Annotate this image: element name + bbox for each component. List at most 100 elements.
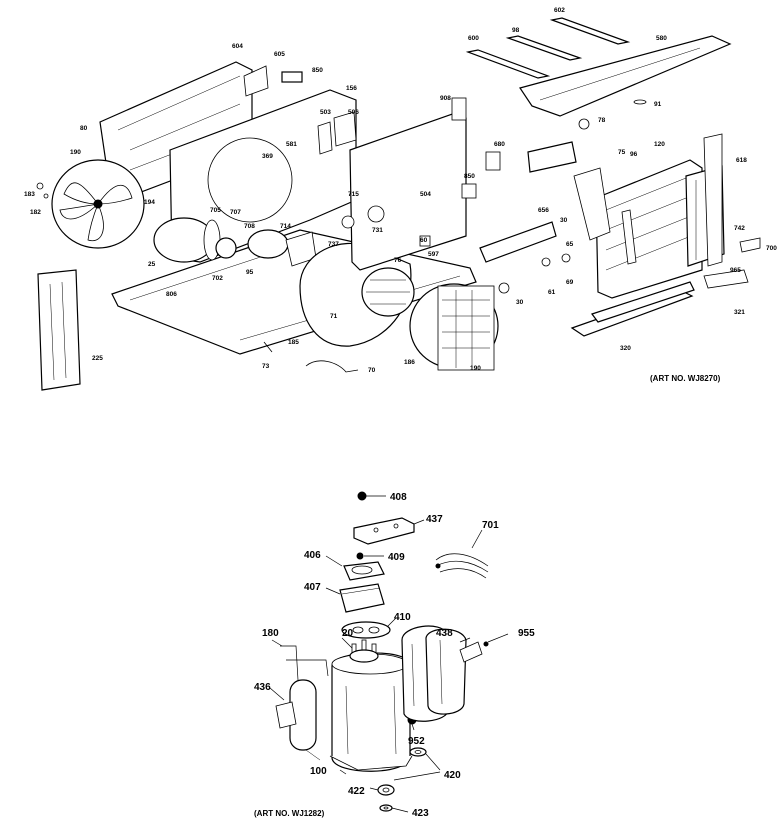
- svg-text:25: 25: [148, 261, 156, 268]
- svg-text:78: 78: [598, 117, 606, 124]
- label-20: 20: [342, 628, 354, 639]
- label-409: 409: [388, 552, 405, 563]
- label-407: 407: [304, 582, 321, 593]
- svg-text:76: 76: [394, 257, 402, 264]
- svg-text:908: 908: [440, 95, 451, 102]
- label-438: 438: [436, 628, 453, 639]
- svg-text:75: 75: [618, 149, 626, 156]
- label-437: 437: [426, 514, 443, 525]
- svg-text:120: 120: [654, 141, 665, 148]
- label-406: 406: [304, 550, 321, 561]
- svg-text:604: 604: [232, 43, 243, 50]
- svg-text:715: 715: [348, 191, 359, 198]
- svg-text:60: 60: [420, 237, 428, 244]
- svg-text:618: 618: [736, 157, 747, 164]
- label-180: 180: [262, 628, 279, 639]
- art-number-lower: (ART NO. WJ1282): [254, 809, 325, 818]
- svg-text:705: 705: [210, 207, 221, 214]
- svg-text:708: 708: [244, 223, 255, 230]
- svg-text:321: 321: [734, 309, 745, 316]
- lower-assembly: 408 437 701 406 409 407 410 180 20 438 9…: [254, 491, 535, 819]
- label-436: 436: [254, 682, 271, 693]
- svg-text:194: 194: [144, 199, 155, 206]
- top-cover-580: [519, 35, 732, 117]
- svg-text:656: 656: [538, 207, 549, 214]
- svg-text:91: 91: [654, 101, 662, 108]
- art-number-upper: (ART NO. WJ8270): [650, 374, 721, 383]
- svg-text:369: 369: [262, 153, 273, 160]
- svg-text:61: 61: [548, 289, 556, 296]
- part-73: [263, 341, 273, 353]
- svg-text:731: 731: [372, 227, 383, 234]
- part-409: [356, 552, 364, 560]
- part-850-block: [281, 71, 303, 83]
- svg-text:597: 597: [428, 251, 439, 258]
- part-78: [578, 118, 590, 130]
- part-180-tube: [280, 645, 329, 681]
- part-61: [541, 257, 551, 267]
- label-100: 100: [310, 766, 327, 777]
- part-91: [633, 99, 647, 105]
- side-brackets: [570, 237, 761, 337]
- svg-text:190: 190: [70, 149, 81, 156]
- svg-text:183: 183: [24, 191, 35, 198]
- part-701-wires: [435, 553, 489, 579]
- svg-text:850: 850: [312, 67, 323, 74]
- svg-text:700: 700: [766, 245, 777, 252]
- svg-text:320: 320: [620, 345, 631, 352]
- part-422-423-mount: [377, 784, 395, 812]
- svg-text:965: 965: [730, 267, 741, 274]
- svg-text:600: 600: [468, 35, 479, 42]
- part-407-box: [339, 583, 385, 613]
- svg-text:71: 71: [330, 313, 338, 320]
- svg-text:702: 702: [212, 275, 223, 282]
- top-rails: [465, 17, 631, 79]
- svg-text:95: 95: [246, 269, 254, 276]
- part-69: [561, 253, 571, 263]
- svg-text:185: 185: [288, 339, 299, 346]
- svg-text:714: 714: [280, 223, 291, 230]
- svg-text:182: 182: [30, 209, 41, 216]
- svg-text:80: 80: [80, 125, 88, 132]
- part-420-grommets: [409, 747, 427, 757]
- label-422: 422: [348, 786, 365, 797]
- blower-screen: [409, 283, 499, 371]
- label-408: 408: [390, 492, 407, 503]
- svg-text:190: 190: [470, 365, 481, 372]
- part-100-compressor: [329, 649, 413, 772]
- blower-scroll: [299, 243, 415, 347]
- svg-text:225: 225: [92, 355, 103, 362]
- part-436-accumulator: [275, 679, 321, 761]
- upper-assembly: 604 605 850 156 503 506 600 98 602 580 9…: [24, 7, 777, 391]
- svg-text:69: 69: [566, 279, 574, 286]
- label-955: 955: [518, 628, 535, 639]
- svg-text:156: 156: [346, 85, 357, 92]
- part-183: [36, 182, 44, 190]
- side-panel-225: [37, 269, 81, 391]
- svg-text:737: 737: [328, 241, 339, 248]
- svg-text:605: 605: [274, 51, 285, 58]
- part-30: [498, 282, 510, 294]
- label-420: 420: [444, 770, 461, 781]
- part-70-wire: [305, 360, 359, 373]
- svg-text:806: 806: [166, 291, 177, 298]
- label-410: 410: [394, 612, 411, 623]
- condenser-fan-190: [51, 159, 145, 249]
- label-952: 952: [408, 736, 425, 747]
- part-408: [357, 491, 367, 501]
- fan-motor: [153, 217, 317, 267]
- part-955-screw: [483, 633, 509, 647]
- partition-156: [169, 89, 357, 263]
- svg-text:65: 65: [566, 241, 574, 248]
- svg-text:98: 98: [512, 27, 520, 34]
- svg-text:680: 680: [494, 141, 505, 148]
- svg-text:581: 581: [286, 141, 297, 148]
- part-680-cover: [527, 141, 577, 173]
- svg-text:96: 96: [630, 151, 638, 158]
- svg-text:850: 850: [464, 173, 475, 180]
- control-bulkhead: [341, 97, 557, 271]
- svg-text:30: 30: [560, 217, 568, 224]
- svg-text:580: 580: [656, 35, 667, 42]
- svg-text:506: 506: [348, 109, 359, 116]
